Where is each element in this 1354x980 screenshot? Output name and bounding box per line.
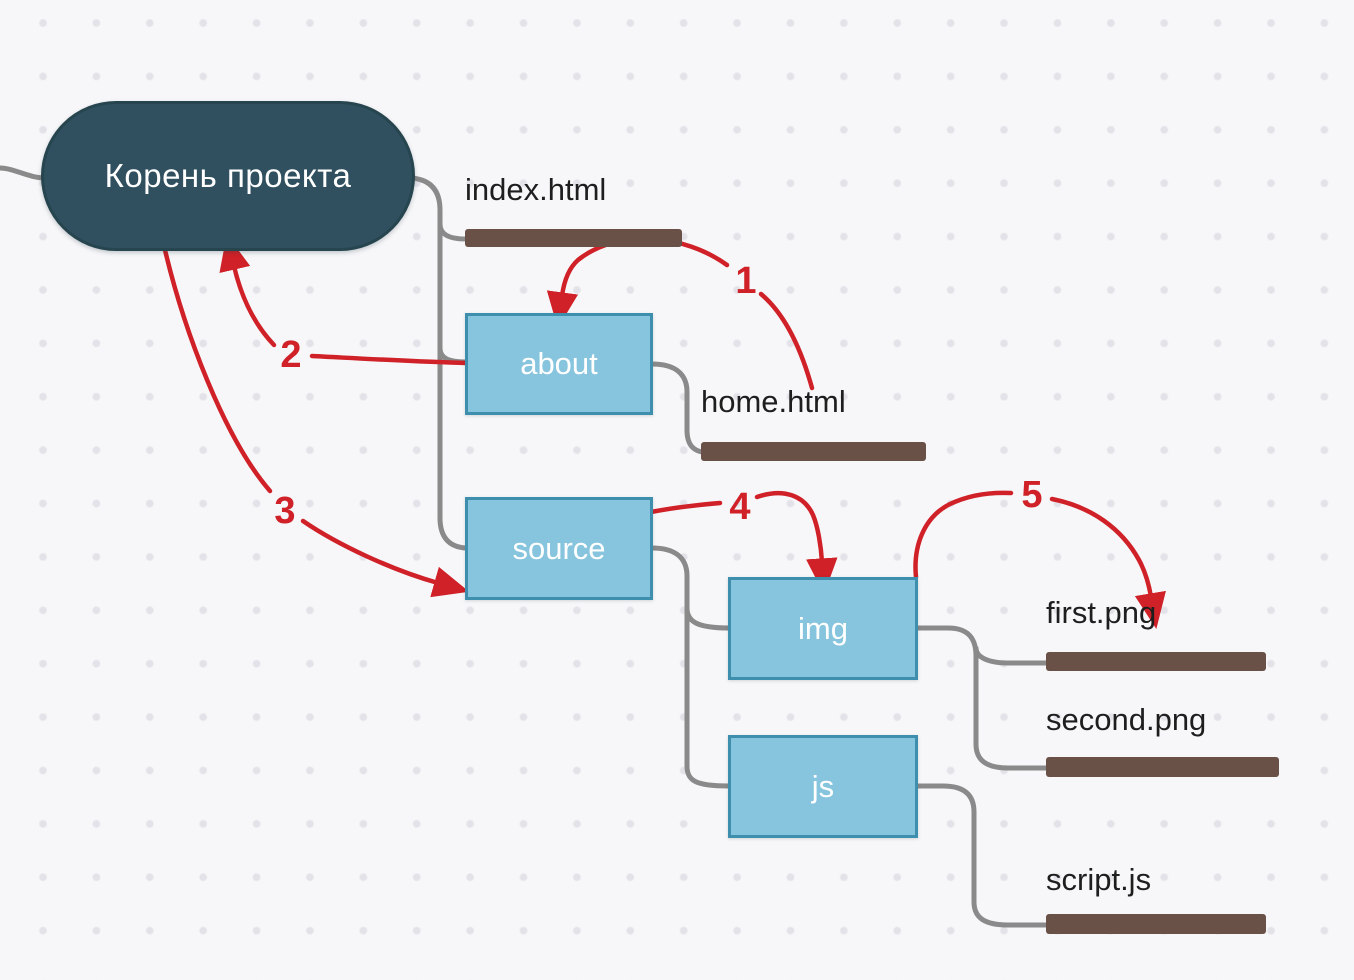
connector-source-js bbox=[649, 545, 732, 789]
file-label-home-html: home.html bbox=[701, 384, 846, 419]
file-bar-index-html bbox=[465, 229, 682, 247]
connector-root-index bbox=[437, 221, 469, 242]
arrow-4-tail bbox=[648, 500, 723, 515]
folder-node-about[interactable]: about bbox=[465, 313, 653, 415]
arrow-2-number: 2 bbox=[280, 334, 302, 376]
file-node-first-png[interactable]: first.png bbox=[1046, 595, 1266, 671]
connector-offscreen-root bbox=[0, 165, 49, 181]
arrow-5-head bbox=[1049, 496, 1166, 629]
file-bar-home-html bbox=[701, 442, 926, 461]
arrow-4-head bbox=[754, 490, 838, 595]
folder-node-img[interactable]: img bbox=[728, 577, 918, 680]
arrow-1-number: 1 bbox=[735, 260, 757, 302]
arrow-2-head bbox=[219, 234, 277, 348]
arrow-3-head bbox=[300, 518, 470, 598]
file-bar-script-js bbox=[1046, 914, 1266, 934]
file-node-script-js[interactable]: script.js bbox=[1046, 862, 1266, 934]
connector-img-second bbox=[914, 625, 1049, 771]
folder-label-source: source bbox=[512, 530, 606, 566]
file-bar-second-png bbox=[1046, 757, 1279, 777]
arrow-3-tail bbox=[162, 247, 273, 494]
connector-img-first bbox=[973, 645, 1049, 666]
folder-label-about: about bbox=[520, 346, 598, 381]
connector-source-img bbox=[684, 605, 732, 631]
folder-label-img: img bbox=[798, 610, 848, 646]
file-label-index-html: index.html bbox=[465, 172, 607, 207]
connector-root-source bbox=[409, 175, 469, 551]
file-label-second-png: second.png bbox=[1046, 702, 1207, 737]
file-bar-first-png bbox=[1046, 652, 1266, 671]
arrow-1-head bbox=[546, 236, 730, 329]
file-node-index-html[interactable]: index.html bbox=[465, 172, 682, 247]
folder-node-js[interactable]: js bbox=[728, 735, 918, 838]
arrow-5-number: 5 bbox=[1021, 474, 1043, 516]
connector-root-about bbox=[437, 345, 469, 365]
file-label-first-png: first.png bbox=[1046, 595, 1157, 630]
root-node[interactable]: Корень проекта bbox=[41, 101, 415, 251]
file-label-script-js: script.js bbox=[1046, 862, 1152, 897]
file-node-second-png[interactable]: second.png bbox=[1046, 702, 1279, 777]
folder-node-source[interactable]: source bbox=[465, 497, 653, 600]
folder-label-js: js bbox=[811, 768, 835, 804]
root-node-label: Корень проекта bbox=[104, 157, 352, 194]
arrow-4-number: 4 bbox=[729, 486, 751, 528]
arrow-2-tail bbox=[309, 353, 469, 366]
arrow-5-tail bbox=[913, 490, 1014, 580]
file-node-home-html[interactable]: home.html bbox=[701, 384, 926, 461]
arrow-1-tail bbox=[758, 291, 815, 391]
arrow-3-number: 3 bbox=[274, 490, 296, 532]
connector-js-script bbox=[914, 783, 1049, 928]
